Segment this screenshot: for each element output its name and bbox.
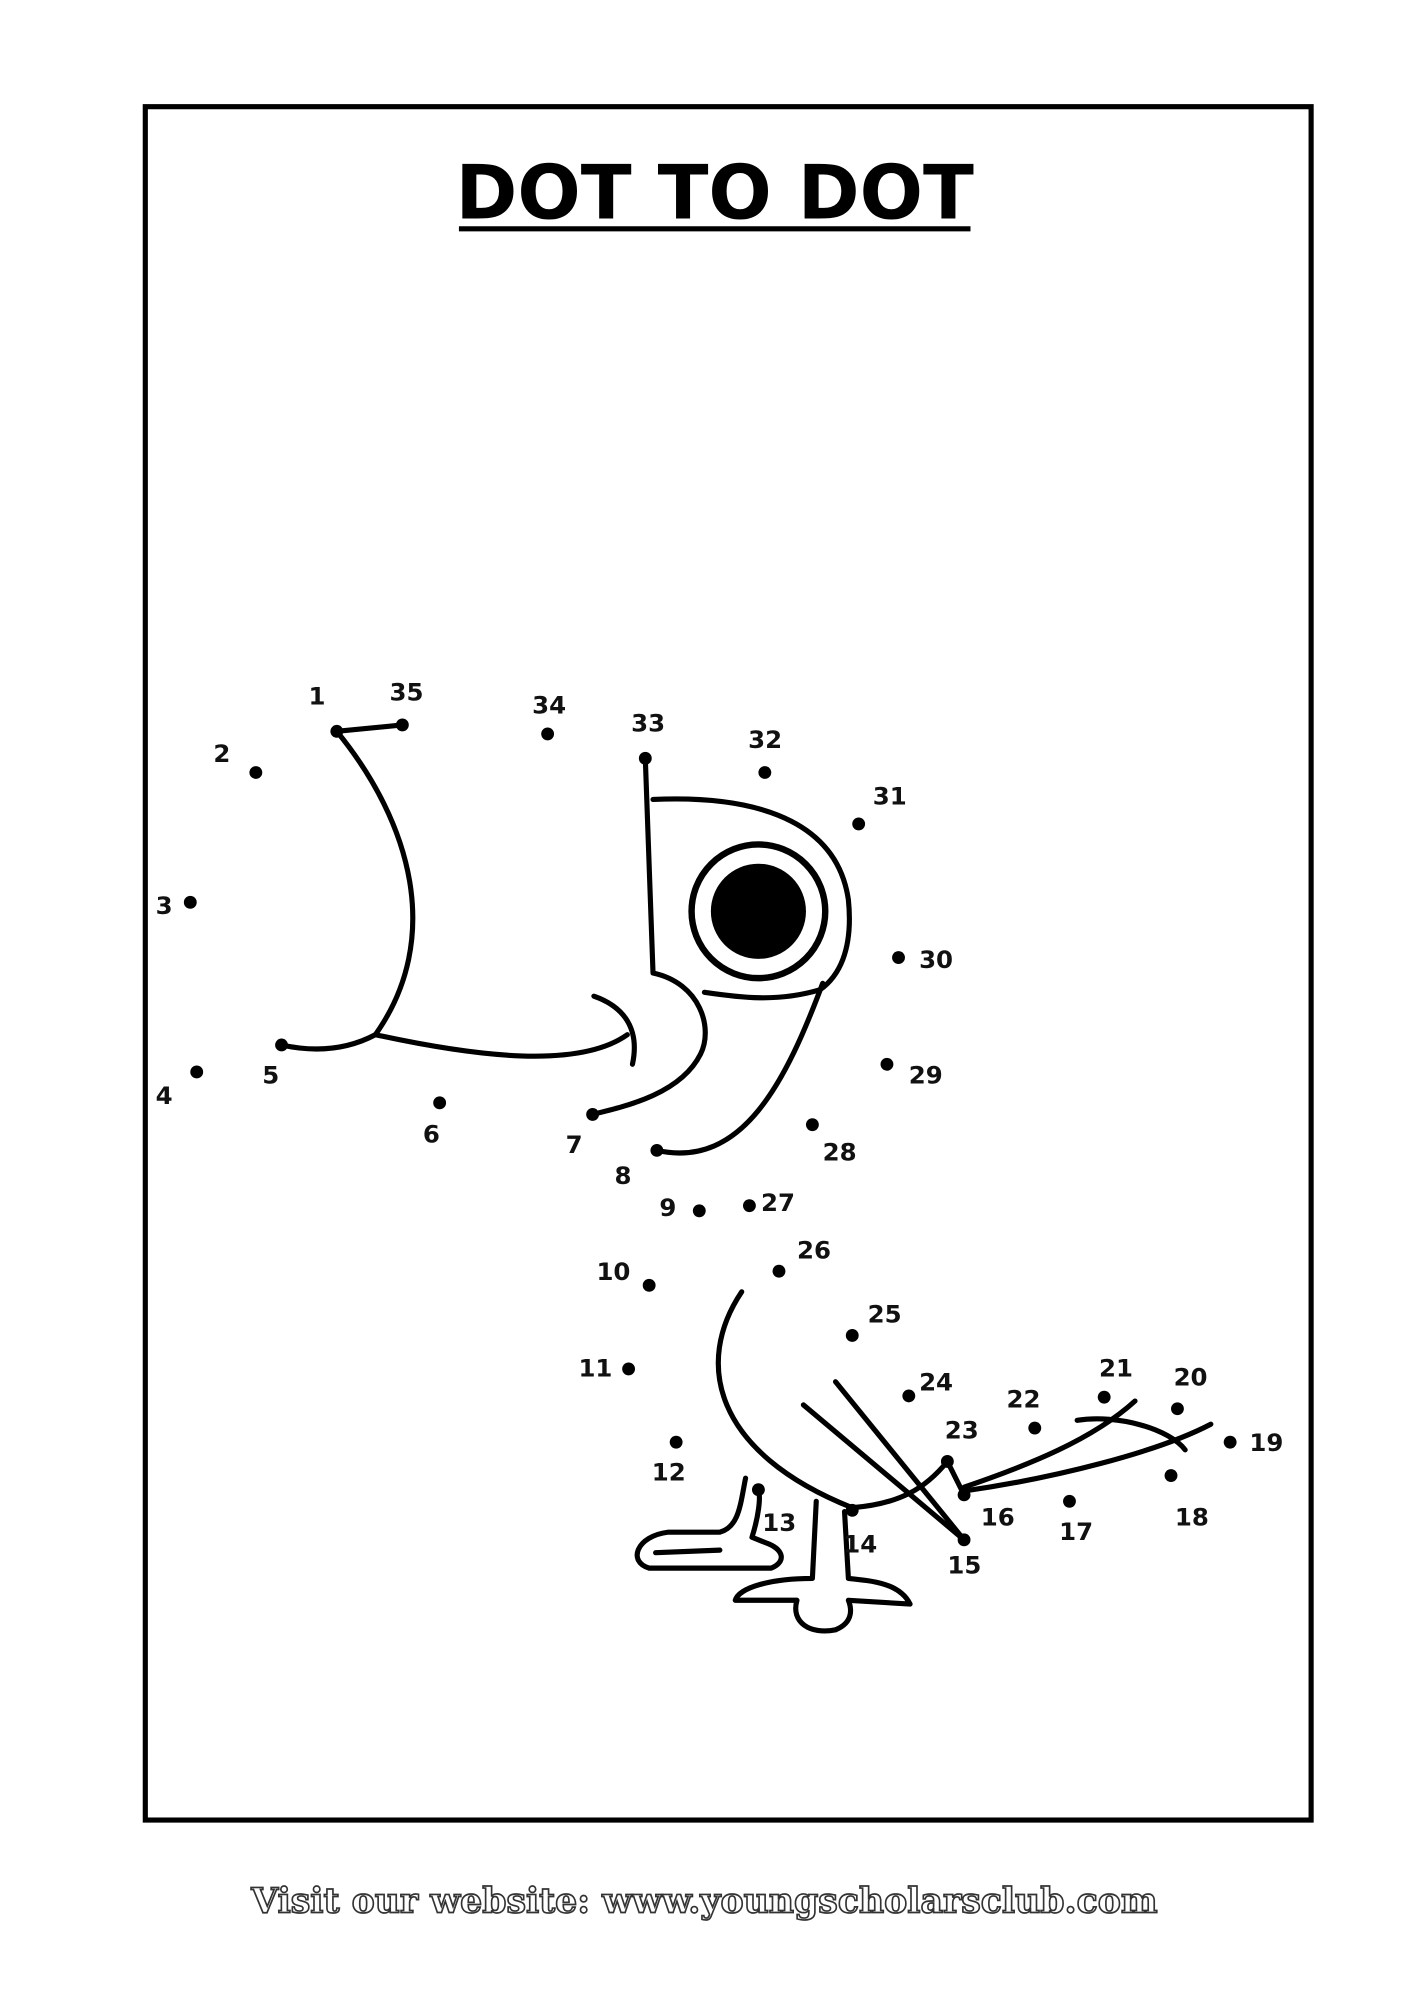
dot-label-5: 5 bbox=[262, 1061, 279, 1090]
dot-2 bbox=[249, 766, 263, 779]
dot-19 bbox=[1223, 1435, 1237, 1449]
dot-14 bbox=[845, 1503, 859, 1517]
dot-label-2: 2 bbox=[213, 739, 230, 768]
dot-18 bbox=[1164, 1469, 1178, 1483]
dot-label-9: 9 bbox=[659, 1193, 676, 1222]
dot-label-11: 11 bbox=[578, 1354, 612, 1383]
dot-label-27: 27 bbox=[761, 1188, 795, 1217]
dot-35 bbox=[395, 718, 409, 732]
dot-29 bbox=[880, 1057, 894, 1071]
dot-9 bbox=[692, 1204, 706, 1218]
dot-12 bbox=[669, 1435, 683, 1449]
dot-5 bbox=[275, 1038, 288, 1052]
dot-26 bbox=[772, 1264, 786, 1278]
dot-label-34: 34 bbox=[532, 690, 566, 719]
dot-17 bbox=[1063, 1494, 1076, 1508]
partial-bird-drawing bbox=[278, 722, 1214, 1634]
dot-label-33: 33 bbox=[631, 708, 665, 737]
dot-label-7: 7 bbox=[566, 1130, 583, 1159]
dot-1 bbox=[330, 724, 344, 738]
dot-3 bbox=[183, 895, 197, 909]
dot-label-12: 12 bbox=[652, 1458, 686, 1487]
dot-33 bbox=[638, 751, 652, 765]
dot-34 bbox=[541, 727, 555, 741]
dot-27 bbox=[742, 1199, 756, 1213]
dot-label-4: 4 bbox=[156, 1081, 173, 1110]
dot-label-17: 17 bbox=[1059, 1517, 1093, 1546]
dot-8 bbox=[650, 1143, 664, 1157]
dot-label-26: 26 bbox=[797, 1235, 831, 1264]
dot-label-20: 20 bbox=[1174, 1363, 1208, 1392]
dot-25 bbox=[845, 1329, 859, 1342]
dot-label-13: 13 bbox=[762, 1508, 796, 1537]
dot-6 bbox=[433, 1096, 447, 1110]
dot-label-10: 10 bbox=[596, 1257, 630, 1286]
page-title: DOT TO DOT bbox=[456, 150, 974, 237]
dot-label-8: 8 bbox=[614, 1161, 631, 1190]
dot-label-29: 29 bbox=[909, 1061, 943, 1090]
dot-label-14: 14 bbox=[843, 1530, 877, 1559]
dot-label-30: 30 bbox=[919, 945, 953, 974]
dot-23 bbox=[940, 1455, 954, 1468]
website-footer: Visit our website: www.youngscholarsclub… bbox=[250, 1881, 1157, 1922]
dot-24 bbox=[902, 1389, 916, 1403]
dot-label-22: 22 bbox=[1006, 1384, 1040, 1413]
dot-label-15: 15 bbox=[947, 1550, 981, 1579]
dot-label-3: 3 bbox=[156, 891, 173, 920]
dot-32 bbox=[758, 766, 772, 779]
dot-label-6: 6 bbox=[423, 1120, 440, 1149]
dot-label-19: 19 bbox=[1249, 1428, 1283, 1457]
dot-label-21: 21 bbox=[1099, 1354, 1133, 1383]
dot-label-32: 32 bbox=[748, 725, 782, 754]
dot-16 bbox=[957, 1488, 971, 1502]
dot-label-28: 28 bbox=[823, 1138, 857, 1167]
page-border bbox=[142, 104, 1314, 1823]
dot-7 bbox=[586, 1107, 600, 1121]
dot-20 bbox=[1171, 1402, 1184, 1416]
eye-pupil bbox=[710, 863, 806, 959]
dot-label-24: 24 bbox=[919, 1368, 953, 1397]
dot-28 bbox=[805, 1118, 819, 1132]
dot-22 bbox=[1028, 1421, 1042, 1435]
dot-11 bbox=[622, 1362, 636, 1376]
dot-label-18: 18 bbox=[1175, 1503, 1209, 1532]
dot-31 bbox=[852, 817, 866, 831]
dot-15 bbox=[957, 1533, 971, 1547]
dot-label-23: 23 bbox=[945, 1415, 979, 1444]
dot-30 bbox=[892, 951, 905, 965]
dot-10 bbox=[642, 1278, 656, 1292]
dot-21 bbox=[1097, 1390, 1111, 1404]
dot-13 bbox=[751, 1483, 765, 1497]
dot-label-31: 31 bbox=[873, 782, 907, 811]
eye-ring bbox=[688, 841, 829, 982]
dot-label-1: 1 bbox=[309, 681, 326, 710]
dot-4 bbox=[190, 1065, 204, 1079]
dot-label-35: 35 bbox=[390, 678, 424, 707]
dot-label-16: 16 bbox=[981, 1503, 1015, 1532]
dot-label-25: 25 bbox=[868, 1300, 902, 1329]
